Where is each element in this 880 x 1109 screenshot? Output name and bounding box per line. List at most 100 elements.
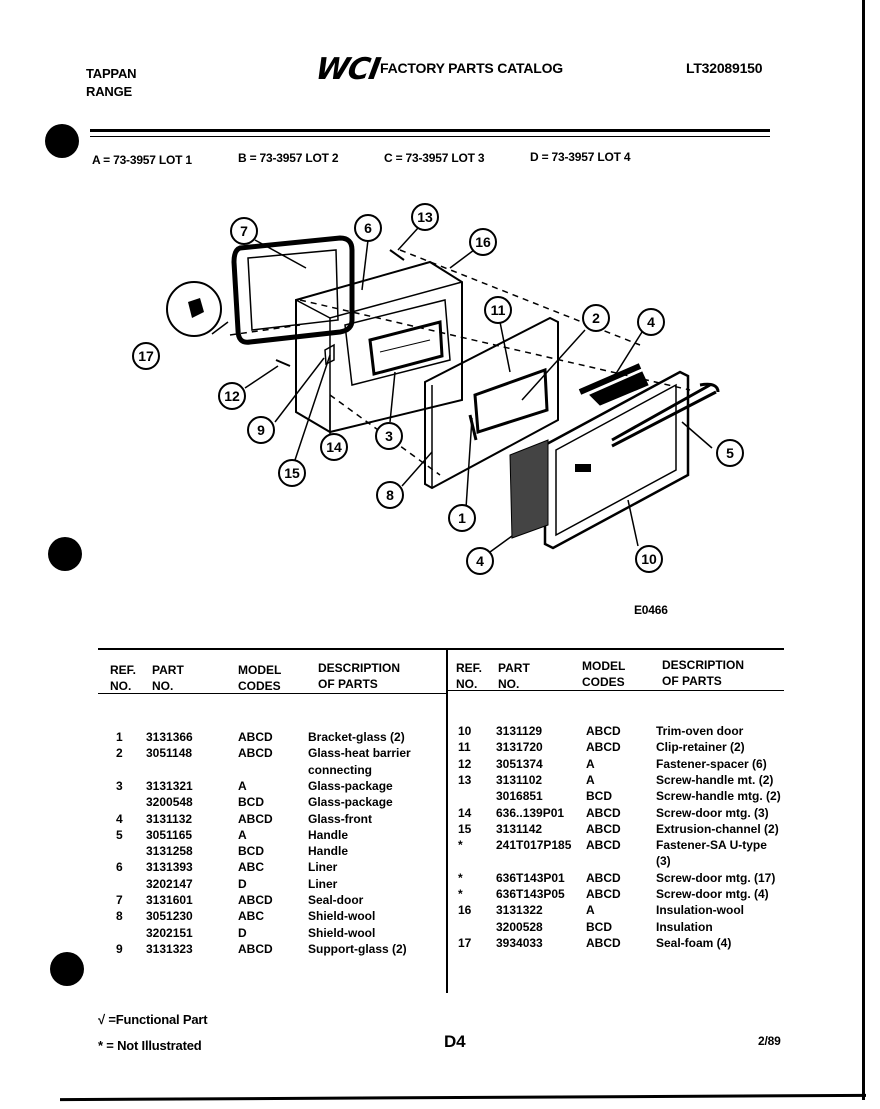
header-part-line2: NO.	[152, 679, 174, 693]
cell-model: A	[586, 756, 595, 771]
cell-part: 3200528	[496, 919, 543, 934]
cell-desc: Screw-door mtg. (4)	[656, 887, 769, 901]
svg-text:5: 5	[726, 445, 734, 461]
cell-part: 636T143P01	[496, 870, 565, 885]
callout-13: 13	[411, 203, 439, 231]
cell-model: ABCD	[586, 838, 621, 853]
cell-desc: connecting	[308, 762, 373, 777]
cell-part: 3131601	[146, 893, 193, 907]
catalog-number: LT32089150	[686, 60, 763, 76]
cell-model: A	[238, 827, 247, 842]
cell-part: 3131321	[146, 778, 193, 793]
svg-text:4: 4	[647, 314, 655, 330]
svg-text:10: 10	[641, 551, 657, 567]
svg-text:9: 9	[257, 422, 265, 438]
cell-model: ABCD	[586, 724, 621, 738]
svg-text:4: 4	[476, 553, 484, 569]
cell-desc: Insulation	[656, 919, 713, 934]
page-border-bottom	[59, 1093, 867, 1102]
callout-6: 6	[354, 214, 382, 242]
svg-text:14: 14	[326, 439, 342, 455]
header-part-line1: PART	[152, 663, 184, 677]
callout-12: 12	[218, 382, 246, 410]
cell-part: 636T143P05	[496, 887, 565, 901]
catalog-title: FACTORY PARTS CATALOG	[380, 60, 563, 76]
door-panel-part	[424, 316, 559, 490]
cell-ref: 7	[116, 893, 123, 907]
trim-oven-door-part	[543, 370, 690, 550]
exploded-door-diagram: 7 6 13 16 17 11 2 4 12 5 9 3 14 15 8 1 4…	[132, 203, 744, 575]
header-ref-line1: REF.	[456, 661, 483, 675]
svg-text:16: 16	[475, 234, 491, 250]
callout-11: 11	[484, 296, 512, 324]
handle-part	[611, 383, 717, 448]
legend-functional-part: √ =Functional Part	[98, 1012, 208, 1027]
cell-part: 3200548	[146, 795, 193, 810]
cell-ref: 6	[116, 860, 123, 875]
callout-16: 16	[469, 228, 497, 256]
cell-part: 3051165	[146, 827, 193, 842]
callout-3: 3	[375, 422, 403, 450]
cell-ref: *	[458, 838, 463, 853]
cell-model: A	[586, 772, 595, 787]
callout-17: 17	[132, 342, 160, 370]
page-number: D4	[444, 1032, 466, 1051]
diagram-code: E0466	[634, 603, 668, 617]
header-rule-thin	[90, 136, 770, 137]
cell-ref: 8	[116, 909, 123, 924]
table-divider	[446, 648, 448, 993]
cell-part: 3131258	[146, 844, 193, 859]
cell-part: 3202151	[146, 925, 193, 940]
cell-desc: Fastener-spacer (6)	[656, 756, 767, 771]
header-part-line2: NO.	[498, 677, 520, 691]
cell-model: ABCD	[238, 941, 273, 956]
svg-text:17: 17	[138, 348, 154, 364]
brand-line-1: TAPPAN	[86, 66, 137, 81]
cell-model: ABCD	[586, 935, 621, 950]
table-top-rule	[98, 648, 784, 650]
cell-desc: Shield-wool	[308, 909, 376, 924]
cell-model: A	[238, 778, 247, 793]
cell-model: ABCD	[586, 821, 621, 836]
cell-desc: Handle	[308, 827, 349, 842]
cell-part: 3131720	[496, 740, 543, 755]
svg-text:11: 11	[491, 302, 506, 318]
svg-text:3: 3	[385, 428, 393, 444]
svg-text:15: 15	[284, 465, 300, 481]
cell-model: BCD	[238, 844, 264, 859]
cell-ref: 14	[458, 805, 472, 820]
cell-part: 3131142	[496, 821, 543, 836]
callout-15: 15	[278, 459, 306, 487]
callout-14: 14	[320, 433, 348, 461]
cell-desc: Liner	[308, 860, 338, 875]
cell-part: 3131393	[146, 860, 193, 875]
cell-part: 3051374	[496, 756, 543, 771]
svg-text:12: 12	[224, 388, 240, 404]
right-header-model: MODEL CODES	[582, 658, 625, 690]
cell-model: BCD	[238, 795, 264, 810]
cell-part: 3131323	[146, 941, 193, 956]
table-header-rule-left	[98, 693, 446, 694]
svg-text:6: 6	[364, 220, 372, 236]
liner-part	[295, 260, 463, 434]
header-model-line1: MODEL	[238, 663, 282, 677]
cell-desc: Screw-handle mt. (2)	[656, 772, 774, 787]
table-header-rule-right	[448, 690, 784, 691]
cell-part: 3131132	[146, 811, 193, 826]
cell-desc: Glass-front	[308, 811, 373, 826]
cell-part: 3051230	[146, 909, 193, 924]
cell-part: 3202147	[146, 876, 193, 891]
header-rule	[90, 129, 770, 132]
cell-ref: 2	[116, 746, 123, 761]
right-header-part: PART NO.	[498, 660, 530, 692]
punch-hole-middle	[48, 537, 82, 571]
header-desc-line2: OF PARTS	[662, 674, 722, 688]
header-desc-line1: DESCRIPTION	[318, 661, 401, 675]
lot-d: D = 73-3957 LOT 4	[530, 150, 631, 164]
callout-1: 1	[448, 504, 476, 532]
cell-model: ABCD	[238, 746, 273, 761]
cell-part: 3131129	[496, 724, 543, 738]
cell-ref: 17	[458, 935, 472, 950]
brand-line-2: RANGE	[86, 84, 132, 99]
